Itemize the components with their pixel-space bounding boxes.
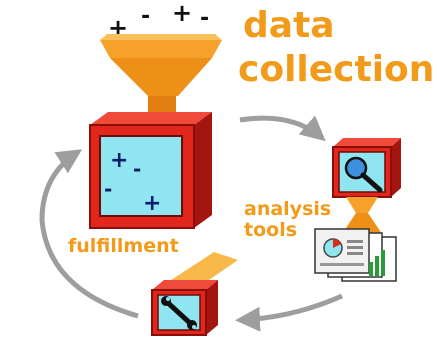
chart-report-icon	[314, 228, 397, 282]
svg-text:-: -	[141, 4, 150, 29]
analysis-label-line-2: tools	[244, 219, 298, 241]
svg-text:+: +	[172, 0, 192, 27]
cycle-arrow-icon	[235, 293, 344, 332]
svg-text:-: -	[133, 157, 141, 181]
wrench-icon	[161, 296, 197, 330]
fulfillment-label: fulfillment	[68, 235, 179, 257]
fulfillment-box	[151, 252, 238, 336]
analysis-box	[332, 138, 401, 234]
magnifier-icon	[344, 156, 383, 193]
cycle-arrow-icon	[39, 149, 139, 319]
svg-text:+: +	[143, 191, 161, 216]
funnel-icon	[100, 34, 222, 122]
cycle-arrow-icon	[239, 115, 326, 142]
svg-text:+: +	[110, 148, 128, 173]
title-line-1: data	[243, 5, 335, 46]
analysis-tools-label: analysis tools	[244, 199, 331, 241]
svg-text:-: -	[200, 6, 209, 31]
analysis-label-line-1: analysis	[244, 198, 332, 220]
svg-text:-: -	[104, 177, 112, 201]
collection-box: + - - +	[89, 112, 212, 229]
title-line-2: collection	[238, 49, 435, 90]
